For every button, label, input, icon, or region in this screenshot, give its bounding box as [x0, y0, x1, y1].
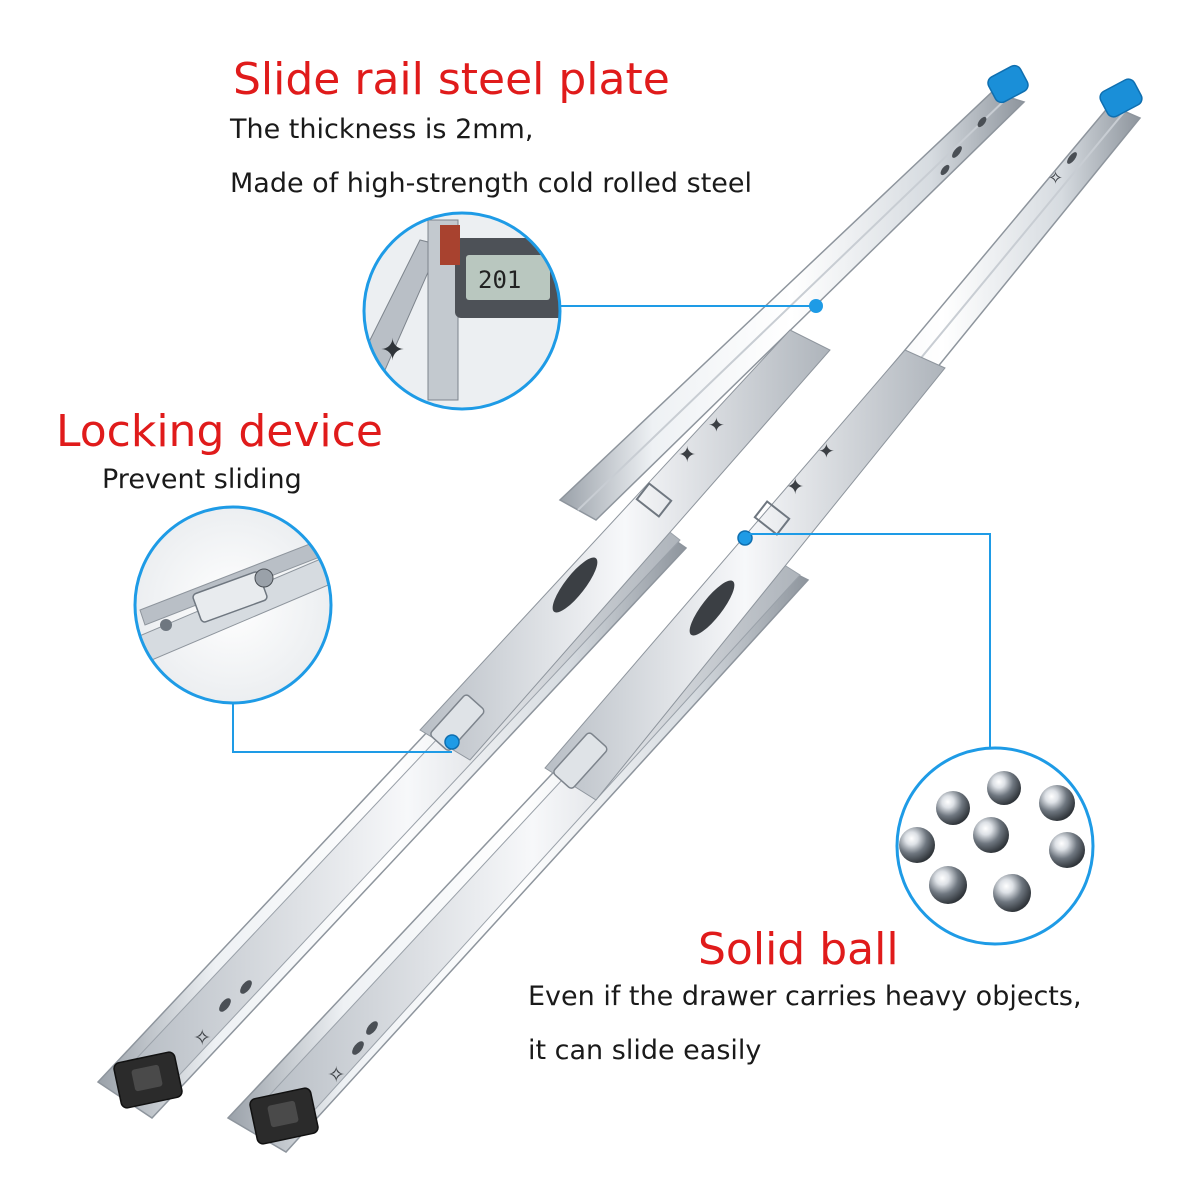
- steel-ball: [1039, 785, 1075, 821]
- steel-ball: [929, 866, 967, 904]
- steel-ball: [987, 771, 1021, 805]
- slide-rail-right: ✦ ✦ ✧ ✧: [226, 78, 1143, 1153]
- locking-desc: Prevent sliding: [102, 464, 302, 495]
- steel-ball: [1049, 832, 1085, 868]
- svg-text:✦: ✦: [786, 475, 804, 500]
- steel-ball: [936, 791, 970, 825]
- svg-text:✦: ✦: [818, 439, 835, 463]
- steel-ball: [993, 874, 1031, 912]
- slide-rail-material: Made of high-strength cold rolled steel: [230, 168, 753, 199]
- steel-ball: [973, 817, 1009, 853]
- svg-text:✧: ✧: [327, 1063, 345, 1088]
- caliper-reading: 201: [478, 266, 521, 294]
- ball-magnifier: [895, 746, 1095, 946]
- steel-ball: [899, 827, 935, 863]
- slide-rail-thickness: The thickness is 2mm,: [230, 114, 534, 145]
- caliper-magnifier: 201 ✦: [362, 211, 562, 411]
- ball-title: Solid ball: [698, 924, 899, 975]
- locking-magnifier: [133, 505, 333, 705]
- svg-text:✦: ✦: [708, 413, 725, 437]
- ball-desc-2: it can slide easily: [528, 1035, 762, 1066]
- ball-desc-1: Even if the drawer carries heavy objects…: [528, 981, 1082, 1012]
- slide-rail-title: Slide rail steel plate: [233, 54, 670, 105]
- svg-text:✦: ✦: [678, 443, 696, 468]
- svg-text:✧: ✧: [193, 1026, 211, 1051]
- callout-lines: [232, 299, 991, 753]
- svg-text:✦: ✦: [380, 333, 405, 368]
- locking-title: Locking device: [56, 406, 383, 457]
- svg-text:✧: ✧: [1048, 168, 1063, 189]
